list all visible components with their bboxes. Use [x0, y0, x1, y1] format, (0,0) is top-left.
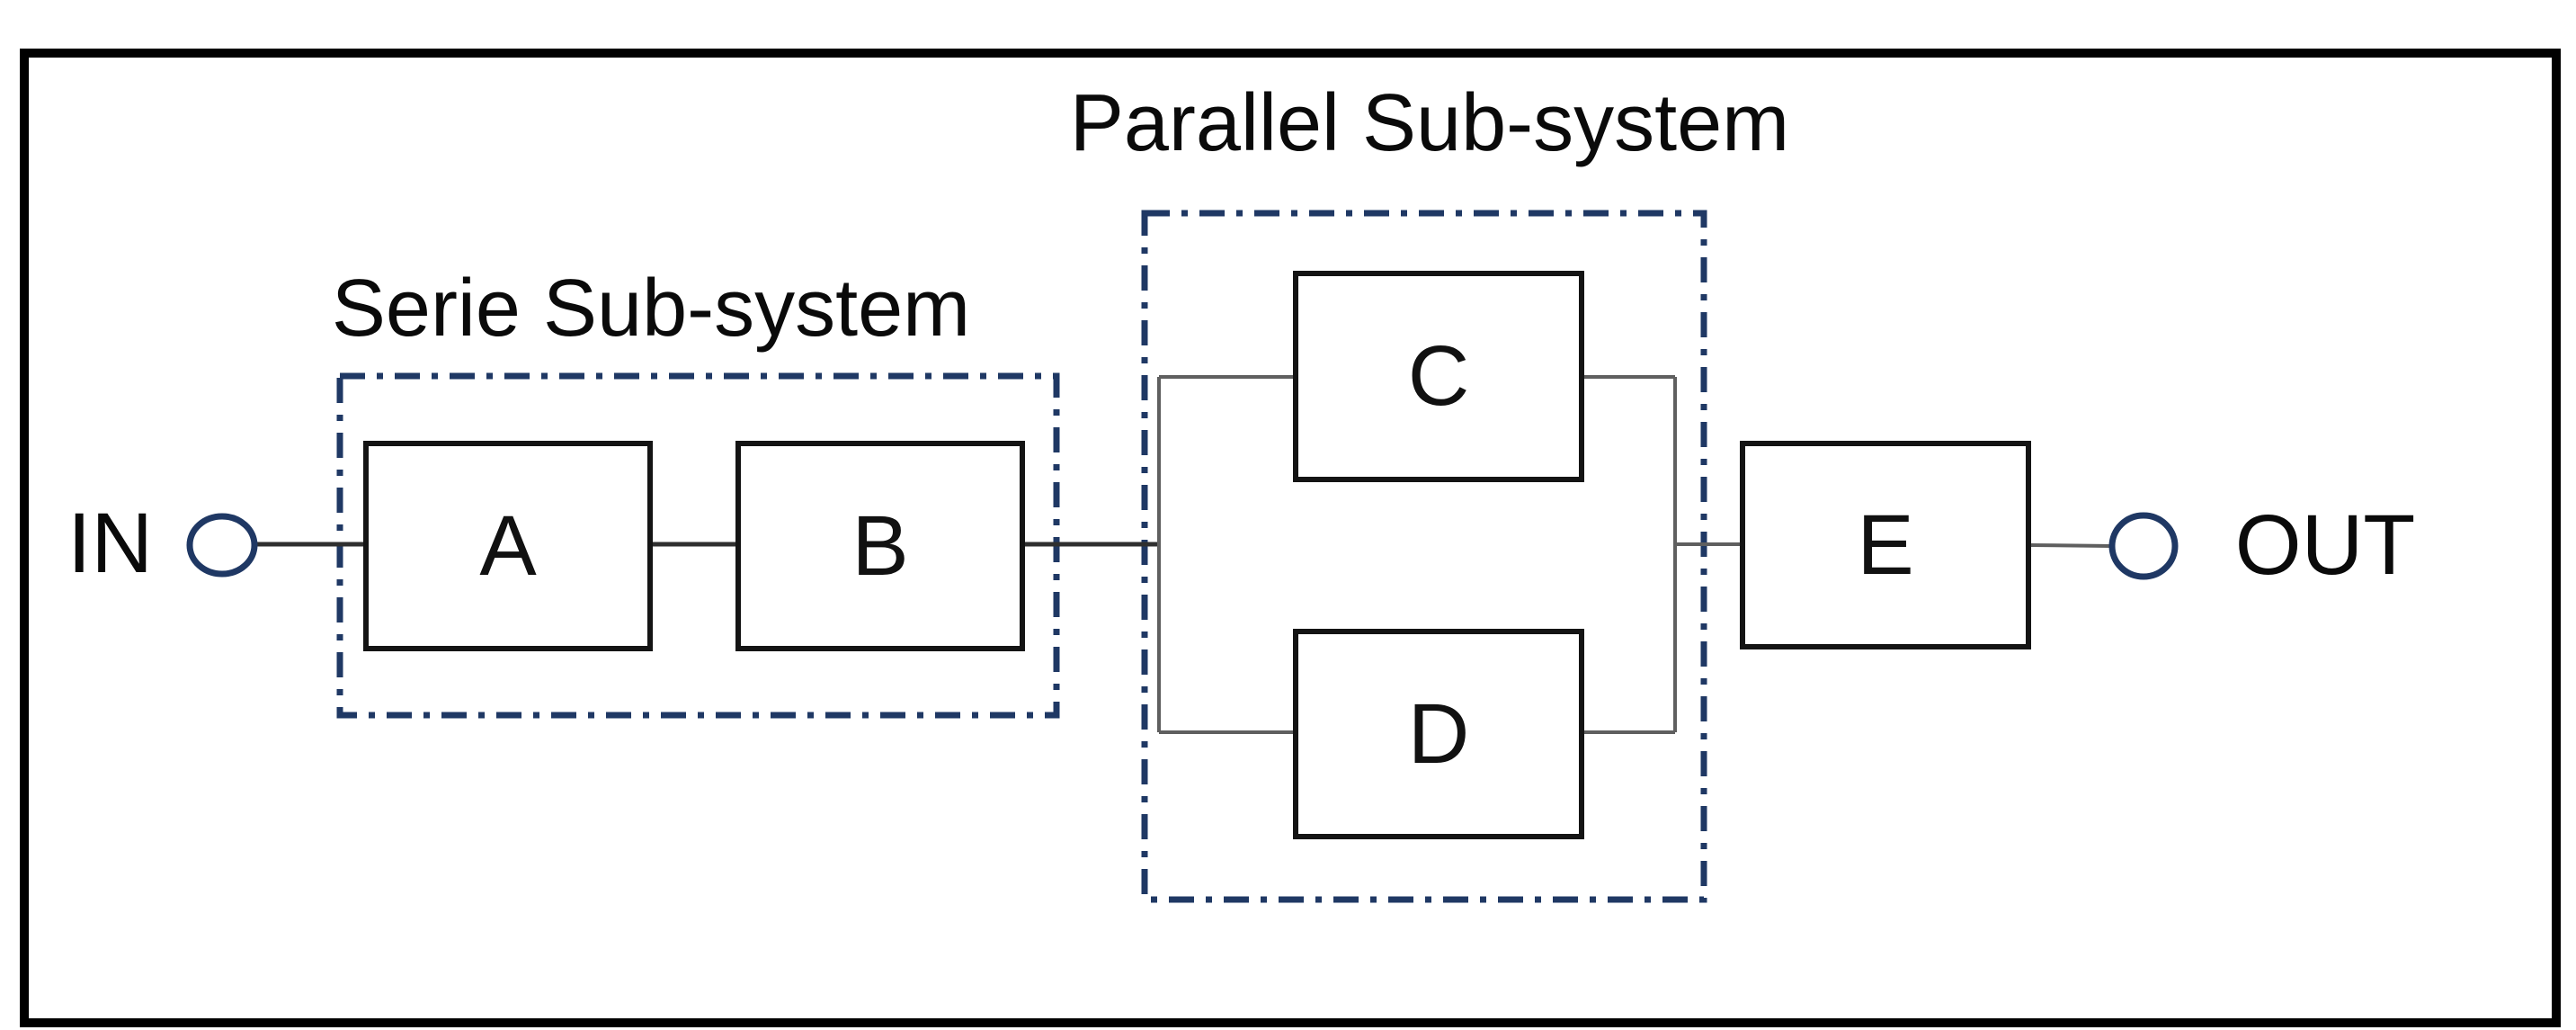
- out-terminal-circle: [2108, 512, 2179, 580]
- block-d-label: D: [1407, 685, 1470, 782]
- block-b-label: B: [851, 497, 909, 594]
- block-c-label: C: [1407, 328, 1470, 424]
- in-terminal-label: IN: [67, 496, 153, 591]
- block-b: B: [735, 441, 1025, 651]
- out-terminal-label: OUT: [2234, 497, 2416, 593]
- block-a: A: [363, 441, 653, 651]
- diagram-outer-border: [20, 49, 2561, 1027]
- in-terminal-circle: [186, 513, 258, 578]
- block-e-to-out-terminal-line: [2030, 543, 2113, 548]
- block-d: D: [1293, 629, 1584, 839]
- block-e-label: E: [1857, 497, 1914, 593]
- parallel-subsystem-dashed-box: [1141, 210, 1707, 903]
- block-c: C: [1293, 271, 1584, 482]
- block-a-label: A: [479, 497, 537, 594]
- parallel-subsystem-title: Parallel Sub-system: [1069, 78, 1790, 168]
- block-e: E: [1740, 441, 2031, 649]
- serie-subsystem-title: Serie Sub-system: [331, 264, 971, 354]
